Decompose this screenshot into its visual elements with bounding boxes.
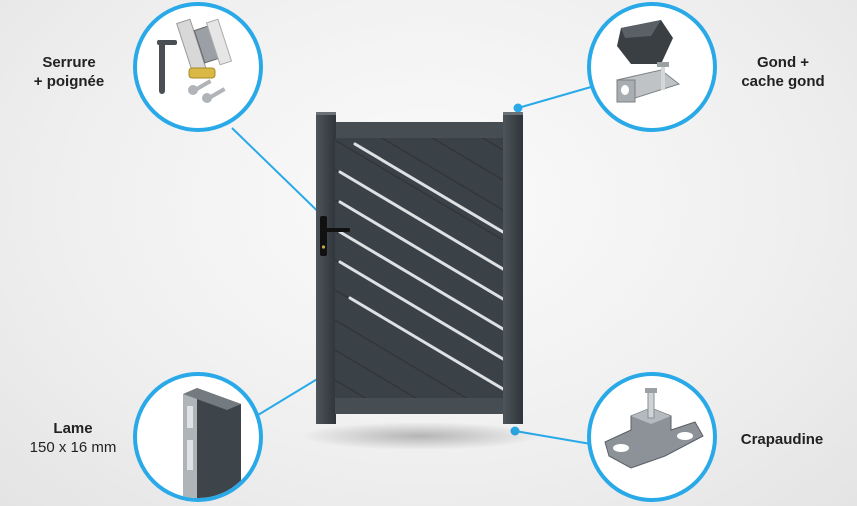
hinge-label-line2: cache gond (741, 73, 825, 90)
gate-shadow (300, 422, 540, 450)
hinge-label: Gond + cache gond (718, 53, 848, 91)
slat-label-line2: 150 x 16 mm (29, 439, 117, 456)
pivot-bracket-icon (604, 388, 704, 469)
left-post (316, 112, 336, 424)
hinge-callout-circle (587, 2, 717, 132)
slat-callout-circle (133, 372, 263, 502)
hinge-label-line1: Gond + (756, 54, 810, 71)
gate-illustration (300, 112, 540, 450)
lock-handle-kit-icon (157, 18, 233, 103)
gate-handle-plate (320, 216, 327, 256)
pivot-callout-circle (587, 372, 717, 502)
slat-label-line1: Lame (53, 420, 93, 437)
hinge-cover-icon (616, 20, 681, 103)
lock-callout-circle (133, 2, 263, 132)
pivot-label: Crapaudine (722, 430, 842, 449)
lock-label-line2: + poignée (33, 73, 105, 90)
lock-label-line1: Serrure (42, 54, 96, 71)
right-post (503, 112, 523, 424)
gate-handle-lever (322, 228, 350, 232)
lock-label: Serrure + poignée (14, 53, 124, 91)
panel-grooves (335, 138, 503, 398)
slat-label: Lame 150 x 16 mm (8, 419, 138, 457)
aluminium-slat-icon (183, 388, 241, 498)
pivot-label-line1: Crapaudine (740, 431, 824, 448)
gate-panel (335, 138, 503, 398)
